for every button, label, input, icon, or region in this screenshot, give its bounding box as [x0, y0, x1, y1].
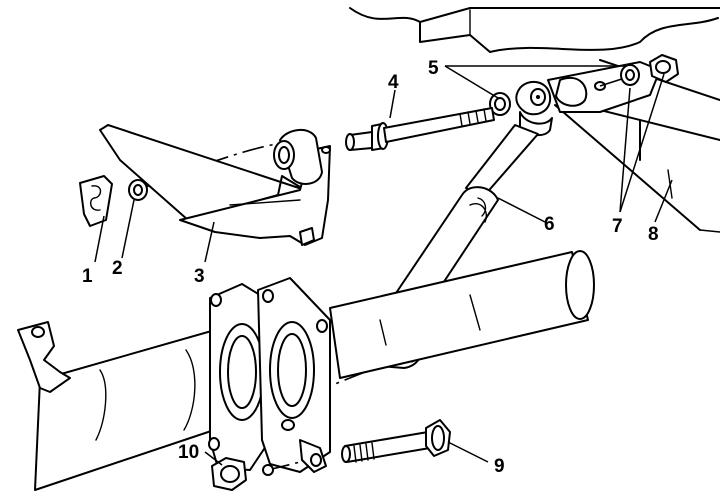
upper-bushings-5: [489, 92, 511, 116]
lower-bolt-9: [341, 419, 451, 463]
leader-lines: [94, 65, 673, 466]
washer-2: [128, 179, 148, 201]
callout-6: 6: [544, 214, 555, 235]
callout-5: 5: [428, 58, 439, 79]
callout-8: 8: [648, 224, 659, 245]
callout-7: 7: [612, 216, 623, 237]
axle-housing: [17, 250, 595, 491]
mount-bracket-3: [99, 124, 331, 246]
upper-nut-7: [620, 54, 679, 86]
callout-4: 4: [388, 72, 399, 93]
callout-9: 9: [494, 456, 505, 477]
callout-3: 3: [194, 266, 205, 287]
lower-nut-10: [211, 457, 274, 491]
callout-10: 10: [178, 442, 199, 463]
callout-1: 1: [82, 266, 93, 287]
upper-bolt-4: [345, 107, 495, 151]
callout-2: 2: [112, 258, 123, 279]
clip-1: [79, 175, 113, 227]
upper-mount-bracket: [547, 61, 661, 113]
